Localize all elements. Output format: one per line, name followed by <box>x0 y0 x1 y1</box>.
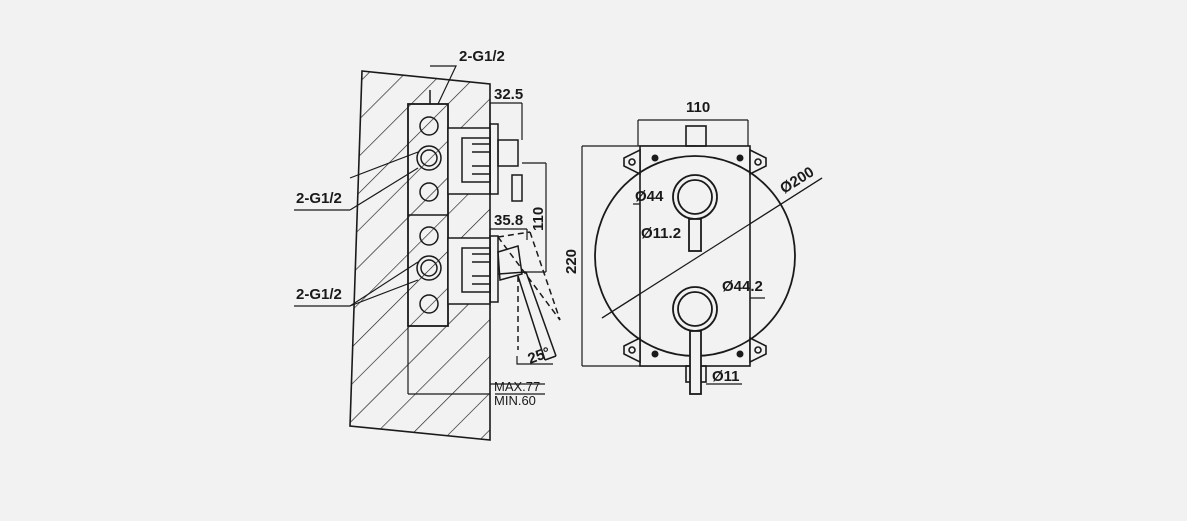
dim-plate-diameter: Ø200 <box>777 164 817 198</box>
dim-angle: 25° <box>526 344 553 368</box>
dim-depth-low: 35.8 <box>494 212 523 229</box>
upper-handle <box>672 174 718 252</box>
diameter-line <box>601 177 823 319</box>
port-circles <box>416 116 442 314</box>
label-port-mid: 2-G1/2 <box>296 190 342 207</box>
valve-body <box>407 90 449 327</box>
side-dimension-lines <box>294 65 553 395</box>
dim-upper-lever: Ø11.2 <box>641 225 681 242</box>
label-port-top: 2-G1/2 <box>459 48 505 65</box>
dim-depth-top: 32.5 <box>494 86 523 103</box>
front-view: 110 220 Ø200 Ø44 Ø11.2 Ø44.2 Ø11 <box>563 99 823 395</box>
box-screws <box>651 154 744 358</box>
cartridge-upper <box>447 123 523 202</box>
dim-upper-handle: Ø44 <box>635 188 664 205</box>
dim-box-width: 110 <box>686 99 710 116</box>
lower-handle <box>672 286 718 395</box>
label-port-low: 2-G1/2 <box>296 286 342 303</box>
dim-lower-lever: Ø11 <box>712 368 740 385</box>
dim-max-depth: MAX.77 <box>494 379 540 394</box>
side-view: 2-G1/2 2-G1/2 2-G1/2 32.5 35.8 110 25° M… <box>294 48 561 441</box>
dim-lower-handle: Ø44.2 <box>722 278 763 295</box>
lever-lower <box>497 231 561 361</box>
cartridge-lower <box>447 235 523 305</box>
dim-box-height: 220 <box>563 249 580 274</box>
dim-height-side: 110 <box>530 207 547 231</box>
dim-min-depth: MIN.60 <box>494 393 536 408</box>
